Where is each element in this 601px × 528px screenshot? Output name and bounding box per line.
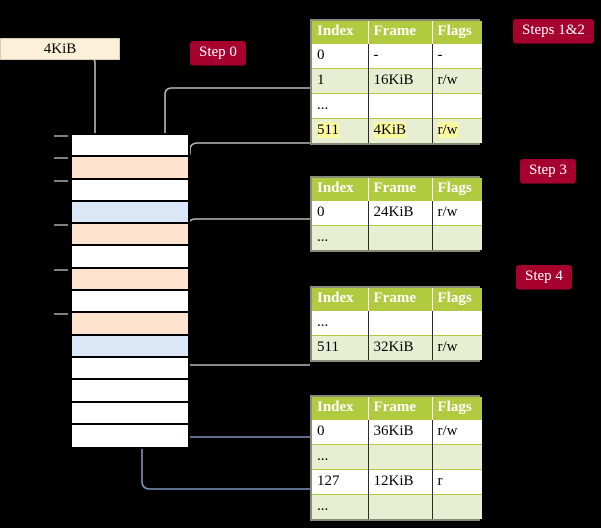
cell-frame: 12KiB [368, 469, 433, 495]
cell-flags [432, 310, 482, 336]
cell-index: 1 [312, 68, 369, 94]
cell-flags [432, 494, 482, 519]
cell-flags [432, 225, 482, 250]
cell-index: 511 [312, 118, 369, 143]
memory-tick [54, 268, 68, 271]
cell-index: ... [312, 93, 369, 119]
badge-step3: Step 3 [520, 159, 576, 183]
table-row: ... [312, 494, 482, 519]
cell-frame [368, 93, 433, 119]
cell-frame: 32KiB [368, 335, 433, 360]
column-header-index: Index [312, 21, 369, 44]
memory-row [72, 424, 188, 448]
table-row: ... [312, 310, 482, 336]
column-header-frame: Frame [368, 397, 433, 420]
memory-tick [54, 157, 68, 160]
cell-frame: 36KiB [368, 419, 433, 445]
cell-flags [432, 444, 482, 470]
column-header-flags: Flags [432, 288, 482, 311]
memory-tick [54, 179, 68, 182]
cell-flags: r/w [432, 419, 482, 445]
column-header-index: Index [312, 397, 369, 420]
memory-tick [54, 224, 68, 227]
cell-index: ... [312, 494, 369, 519]
memory-row [54, 268, 188, 292]
memory-row [72, 201, 188, 225]
column-header-frame: Frame [368, 178, 433, 201]
memory-row [54, 224, 188, 247]
column-header-flags: Flags [432, 178, 482, 201]
memory-row [72, 291, 188, 314]
badge-step4: Step 4 [516, 265, 572, 289]
cell-index: 0 [312, 200, 369, 226]
memory-row [72, 335, 188, 358]
badge-step0: Step 0 [190, 41, 246, 65]
memory-tick [54, 313, 68, 316]
table-row: ... [312, 225, 482, 250]
memory-block-label: 4KiB [43, 40, 77, 57]
cell-flags: r/w [432, 68, 482, 94]
column-header-frame: Frame [368, 21, 433, 44]
wire-step4-blue-b [140, 228, 310, 490]
table-row: 0-- [312, 43, 482, 69]
memory-row [54, 135, 188, 158]
column-header-frame: Frame [368, 288, 433, 311]
cell-flags [432, 93, 482, 119]
cell-index: ... [312, 310, 369, 336]
memory-row [54, 157, 188, 180]
column-header-flags: Flags [432, 397, 482, 420]
cell-flags: r/w [432, 335, 482, 360]
cell-frame [368, 494, 433, 519]
physical-memory-column [54, 133, 190, 450]
table-row: ... [312, 93, 482, 119]
cell-index: ... [312, 444, 369, 470]
memory-row [72, 402, 188, 425]
wire-step3 [170, 218, 310, 298]
cell-index: 0 [312, 43, 369, 69]
cell-frame [368, 225, 433, 250]
cell-frame: 4KiB [368, 118, 433, 143]
memory-tick [54, 135, 68, 137]
cell-index: 511 [312, 335, 369, 360]
memory-row [72, 357, 188, 381]
memory-block-4kib: 4KiB [0, 38, 120, 60]
badge-steps12: Steps 1&2 [513, 19, 594, 43]
table-row: ... [312, 444, 482, 470]
column-header-index: Index [312, 288, 369, 311]
memory-row [72, 380, 188, 403]
cell-flags: - [432, 43, 482, 69]
cell-flags: r/w [432, 200, 482, 226]
column-header-flags: Flags [432, 21, 482, 44]
column-header-index: Index [312, 178, 369, 201]
memory-row [54, 179, 188, 202]
cell-index: 0 [312, 419, 369, 445]
cell-frame [368, 310, 433, 336]
cell-frame [368, 444, 433, 470]
memory-row [54, 313, 188, 336]
cell-frame: - [368, 43, 433, 69]
cell-frame: 16KiB [368, 68, 433, 94]
cell-index: 127 [312, 469, 369, 495]
cell-flags: r/w [432, 118, 482, 143]
cell-flags: r [432, 469, 482, 495]
cell-index: ... [312, 225, 369, 250]
memory-row [72, 246, 188, 269]
cell-frame: 24KiB [368, 200, 433, 226]
